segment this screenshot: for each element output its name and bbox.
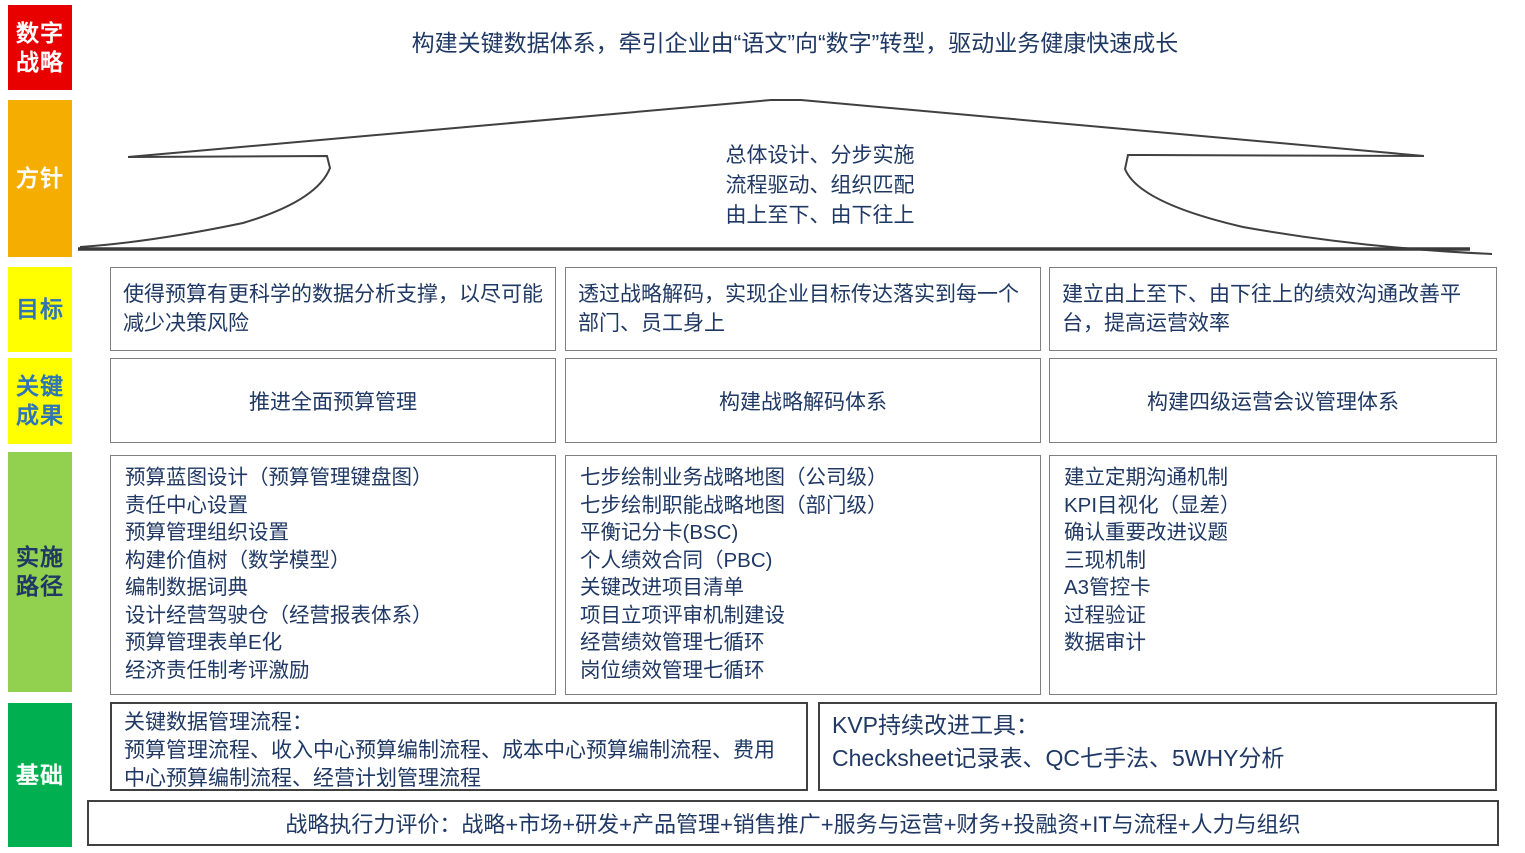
implementation-item: 预算蓝图设计（预算管理键盘图）: [125, 466, 433, 489]
foundation-heading: 关键数据管理流程：: [124, 711, 313, 734]
implementation-item: 数据审计: [1064, 631, 1146, 654]
implementation-item: A3管控卡: [1064, 576, 1151, 599]
implementation-item: 七步绘制职能战略地图（部门级）: [580, 493, 888, 517]
rail-label-implementation-path: 实施 路径: [8, 452, 72, 692]
foundation-box-kvp-tools: KVP持续改进工具： Checksheet记录表、QC七手法、5WHY分析: [818, 702, 1497, 791]
implementation-item: 预算管理表单E化: [125, 631, 283, 654]
implementation-item: 关键改进项目清单: [580, 576, 744, 599]
rail-label-digital-strategy: 数字 战略: [8, 5, 72, 90]
goal-text: 透过战略解码，实现企业目标传达落实到每一个部门、员工身上: [578, 283, 1019, 335]
implementation-item: 经济责任制考评激励: [125, 658, 310, 682]
implementation-item: 平衡记分卡(BSC): [580, 521, 739, 544]
implementation-box-meetings: 建立定期沟通机制 KPI目视化（显差） 确认重要改进议题 三现机制 A3管控卡 …: [1049, 455, 1497, 695]
implementation-item: 三现机制: [1064, 548, 1146, 572]
implementation-item: 七步绘制业务战略地图（公司级）: [580, 466, 888, 489]
rail-label-goal: 目标: [8, 267, 72, 352]
key-result-box-strategy-decode: 构建战略解码体系: [565, 358, 1041, 443]
key-result-text: 推进全面预算管理: [249, 390, 417, 414]
implementation-item: 预算管理组织设置: [125, 521, 289, 544]
policy-line: 流程驱动、组织匹配: [725, 174, 915, 197]
rail-label-key-results: 关键 成果: [8, 358, 72, 444]
implementation-item: 岗位绩效管理七循环: [580, 658, 765, 682]
implementation-item: 经营绩效管理七循环: [580, 631, 765, 654]
roof-wings-shape: [78, 99, 1493, 255]
key-result-box-budget: 推进全面预算管理: [110, 358, 556, 443]
key-result-text: 构建战略解码体系: [719, 390, 887, 414]
key-result-text: 构建四级运营会议管理体系: [1147, 390, 1399, 414]
implementation-item: 项目立项评审机制建设: [580, 603, 785, 627]
foundation-heading: KVP持续改进工具：: [832, 712, 1040, 738]
implementation-item: 编制数据词典: [125, 576, 248, 599]
policy-statements: 总体设计、分步实施 流程驱动、组织匹配 由上至下、由下往上: [620, 141, 1020, 231]
implementation-item: 建立定期沟通机制: [1064, 466, 1228, 489]
implementation-item: 过程验证: [1064, 603, 1146, 627]
policy-line: 总体设计、分步实施: [725, 144, 915, 167]
implementation-item: 责任中心设置: [125, 493, 248, 517]
implementation-item: 确认重要改进议题: [1064, 521, 1228, 544]
key-result-box-meetings: 构建四级运营会议管理体系: [1049, 358, 1497, 443]
rail-label-policy: 方针: [8, 100, 72, 257]
goal-box-performance-platform: 建立由上至下、由下往上的绩效沟通改善平台，提高运营效率: [1049, 267, 1497, 351]
page-title: 构建关键数据体系，牵引企业由“语文”向“数字”转型，驱动业务健康快速成长: [411, 30, 1179, 56]
goal-box-budget: 使得预算有更科学的数据分析支撑，以尽可能减少决策风险: [110, 267, 556, 351]
foundation-box-data-processes: 关键数据管理流程： 预算管理流程、收入中心预算编制流程、成本中心预算编制流程、费…: [110, 702, 808, 791]
implementation-item: KPI目视化（显差）: [1064, 493, 1241, 517]
foundation-body: Checksheet记录表、QC七手法、5WHY分析: [832, 745, 1285, 771]
implementation-box-strategy-decode: 七步绘制业务战略地图（公司级） 七步绘制职能战略地图（部门级） 平衡记分卡(BS…: [565, 455, 1041, 695]
goal-box-strategy-decode: 透过战略解码，实现企业目标传达落实到每一个部门、员工身上: [565, 267, 1041, 351]
strategy-execution-evaluation-bar: 战略执行力评价：战略+市场+研发+产品管理+销售推广+服务与运营+财务+投融资+…: [87, 800, 1499, 846]
implementation-item: 个人绩效合同（PBC): [580, 548, 773, 572]
foundation-body: 预算管理流程、收入中心预算编制流程、成本中心预算编制流程、费用中心预算编制流程、…: [124, 739, 775, 790]
policy-line: 由上至下、由下往上: [725, 204, 915, 227]
goal-text: 使得预算有更科学的数据分析支撑，以尽可能减少决策风险: [123, 283, 543, 335]
goal-text: 建立由上至下、由下往上的绩效沟通改善平台，提高运营效率: [1062, 283, 1461, 335]
implementation-item: 设计经营驾驶仓（经营报表体系）: [125, 603, 433, 627]
rail-label-foundation: 基础: [8, 703, 72, 847]
implementation-box-budget: 预算蓝图设计（预算管理键盘图） 责任中心设置 预算管理组织设置 构建价值树（数学…: [110, 455, 556, 695]
implementation-item: 构建价值树（数学模型）: [125, 548, 351, 572]
